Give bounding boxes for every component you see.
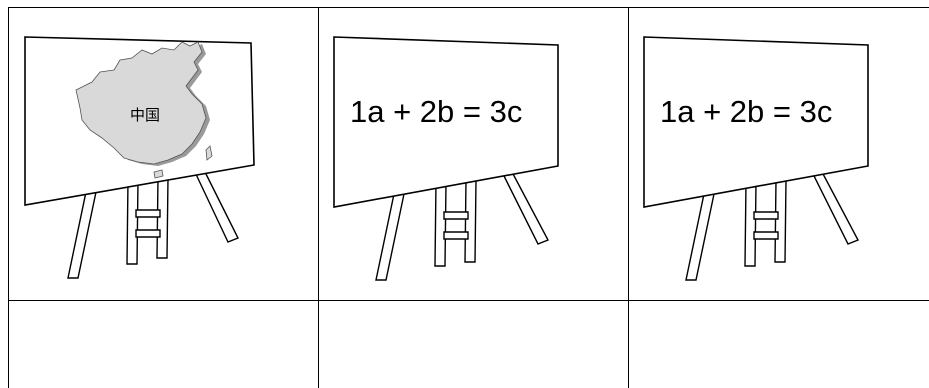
equation-text: 1a + 2b = 3c (660, 94, 832, 129)
easel-crossbar-lower (754, 232, 778, 239)
easel-right-leg (812, 172, 858, 244)
easel-center-leg-left (745, 182, 756, 266)
easel-left-leg (686, 194, 714, 280)
easel-center-leg-right (775, 180, 786, 262)
easel-crossbar-upper (754, 212, 778, 219)
